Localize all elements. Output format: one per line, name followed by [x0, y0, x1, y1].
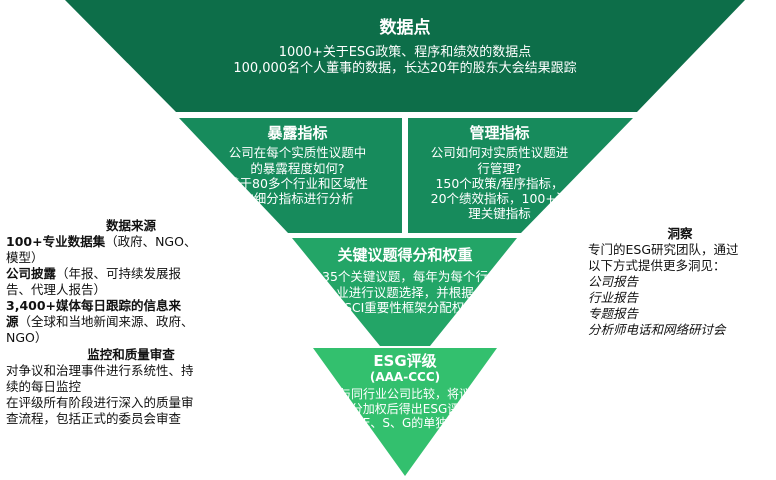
insights-item-analyst-calls: 分析师电话和网络研讨会 [588, 322, 772, 338]
layer-esg-rating: ESG评级 (AAA-CCC) 与同行业公司比较，将议 题得分加权后得出ESG评… [315, 352, 495, 431]
management-line-3: 150个政策/程序指标， [435, 175, 564, 191]
qa-heading: 监控和质量审查 [87, 347, 175, 362]
esg-rating-line-1: 与同行业公司比较，将议 [338, 386, 471, 401]
insights-item-analyst-calls-text: 分析师电话和网络研讨会 [588, 322, 726, 337]
source-disclosure-rest-a: （年报、可持续发展报 [56, 266, 182, 281]
esg-rating-line-3: 以及E、S、G的单独得分 [338, 416, 472, 431]
source-item-media-cont: 源（全球和当地新闻来源、政府、 [6, 314, 256, 330]
layer-exposure-shape [179, 118, 402, 233]
insights-line-2: 以下方式提供更多洞见： [588, 258, 726, 273]
qa-line-2: 续的每日监控 [6, 379, 82, 394]
source-item-datasets: 100+专业数据集（政府、NGO、 [6, 234, 256, 250]
data-points-line-1: 1000+关于ESG政策、程序和绩效的数据点 [278, 44, 532, 60]
source-media-rest-a: （全球和当地新闻来源、政府、 [18, 314, 194, 329]
source-item-media: 3,400+媒体每日跟踪的信息来 [6, 298, 256, 314]
insights-item-company-reports: 公司报告 [588, 274, 772, 290]
layer-data-points: 数据点 1000+关于ESG政策、程序和绩效的数据点 100,000名个人董事的… [170, 18, 640, 76]
insights-heading: 洞察 [667, 226, 693, 241]
exposure-title: 暴露指标 [267, 124, 328, 142]
qa-line-1: 对争议和治理事件进行系统性、持 [6, 363, 194, 378]
source-media-bold-a: 3,400+媒体每日跟踪的信息来 [6, 298, 182, 313]
layer-management-shape [408, 118, 633, 233]
esg-rating-title: ESG评级 [373, 352, 437, 370]
management-line-4: 20个绩效指标，100+治 [430, 191, 569, 207]
key-issues-line-3: MSCI重要性框架分配权重 [333, 299, 477, 315]
layer-management: 管理指标 公司如何对实质性议题进 行管理? 150个政策/程序指标， 20个绩效… [412, 124, 587, 222]
insights-line-1: 专门的ESG研究团队，通过 [588, 242, 739, 257]
right-panel-insights: 洞察 专门的ESG研究团队，通过 以下方式提供更多洞见： 公司报告 行业报告 专… [588, 226, 772, 338]
layer-esg-rating-shape [313, 348, 497, 476]
insights-item-thematic-reports-text: 专题报告 [588, 306, 639, 321]
layer-exposure: 暴露指标 公司在每个实质性议题中 的暴露程度如何? 基于80多个行业和区域性 的… [210, 124, 385, 206]
management-line-2: 行管理? [477, 160, 522, 176]
exposure-line-2: 的暴露程度如何? [250, 160, 345, 176]
exposure-line-1: 公司在每个实质性议题中 [228, 145, 367, 161]
management-title: 管理指标 [469, 124, 530, 142]
esg-rating-line-2: 题得分加权后得出ESG评级， [326, 401, 484, 416]
source-datasets-bold: 100+专业数据集 [6, 234, 106, 249]
source-media-rest-b: NGO） [6, 330, 48, 345]
source-disclosure-bold: 公司披露 [6, 266, 57, 281]
insights-item-thematic-reports: 专题报告 [588, 306, 772, 322]
qa-line-4: 查流程，包括正式的委员会审查 [6, 411, 182, 426]
source-item-disclosure: 公司披露（年报、可持续发展报 [6, 266, 256, 282]
layer-key-issues-shape [292, 238, 517, 346]
data-points-title: 数据点 [379, 18, 431, 38]
esg-rating-subtitle: (AAA-CCC) [369, 370, 441, 385]
source-media-bold-b: 源 [6, 314, 19, 329]
key-issues-title: 关键议题得分和权重 [337, 246, 473, 264]
insights-item-company-reports-text: 公司报告 [588, 274, 639, 289]
qa-line-3: 在评级所有阶段进行深入的质量审 [6, 395, 194, 410]
insights-item-industry-reports: 行业报告 [588, 290, 772, 306]
sources-heading: 数据来源 [105, 218, 156, 233]
key-issues-line-1: 35个关键议题，每年为每个行 [322, 269, 488, 285]
exposure-line-3: 基于80多个行业和区域性 [227, 175, 368, 191]
source-datasets-rest-b: 模型） [6, 250, 44, 265]
layer-data-points-shape [65, 0, 745, 112]
layer-key-issues: 关键议题得分和权重 35个关键议题，每年为每个行 业进行议题选择，并根据 MSC… [300, 246, 510, 315]
key-issues-line-2: 业进行议题选择，并根据 [336, 284, 474, 300]
management-line-5: 理关键指标 [468, 206, 531, 222]
source-datasets-rest-a: （政府、NGO、 [105, 234, 197, 249]
insights-item-industry-reports-text: 行业报告 [588, 290, 639, 305]
left-panel-data-sources: 数据来源 100+专业数据集（政府、NGO、 模型） 公司披露（年报、可持续发展… [6, 218, 256, 427]
exposure-line-4: 的细分指标进行分析 [241, 191, 354, 207]
data-points-line-2: 100,000名个人董事的数据，长达20年的股东大会结果跟踪 [233, 60, 577, 76]
management-line-1: 公司如何对实质性议题进 [430, 145, 569, 161]
source-disclosure-rest-b: 告、代理人报告） [6, 282, 107, 297]
